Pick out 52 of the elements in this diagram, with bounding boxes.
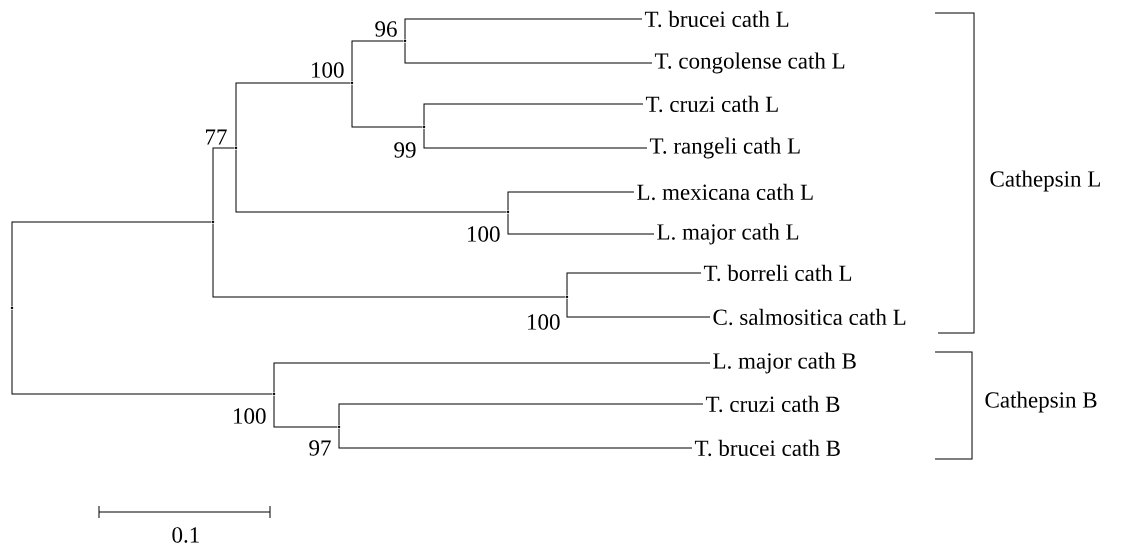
tree-branch: [235, 149, 507, 213]
tree-branch: [338, 428, 693, 449]
tree-branch: [507, 191, 635, 211]
group-label: Cathepsin B: [985, 391, 1097, 413]
group-label: Cathepsin L: [990, 170, 1100, 192]
bootstrap-value: 100: [468, 226, 500, 242]
tree-branch: [212, 147, 235, 221]
branch-point: [337, 425, 341, 429]
tree-branch: [566, 298, 711, 318]
taxon-label: C. salmositica cath L: [713, 308, 906, 326]
branch-point: [211, 220, 215, 224]
tree-branch: [235, 82, 351, 147]
tree-branch: [404, 42, 653, 64]
tree-branch: [423, 103, 644, 126]
tree-branch: [566, 272, 702, 296]
taxon-label: L. major cath L: [657, 223, 799, 245]
taxon-label: T. rangeli cath L: [649, 137, 800, 159]
taxon-label: T. cruzi cath B: [705, 395, 840, 413]
bootstrap-value: 96: [375, 21, 397, 37]
scale-label: 0.1: [172, 527, 199, 543]
taxon-label: T. brucei cath L: [644, 10, 789, 28]
branch-point: [422, 125, 426, 129]
tree-branch: [338, 403, 704, 426]
tree-branch: [404, 18, 643, 40]
taxon-label: T. brucei cath B: [694, 439, 840, 457]
branch-point: [350, 81, 354, 85]
branch-point: [565, 295, 569, 299]
tree-branch: [351, 40, 404, 82]
tree-branch: [212, 223, 566, 298]
taxon-label: T. borreli cath L: [703, 264, 852, 282]
branch-point: [10, 306, 14, 310]
branch-point: [272, 392, 276, 396]
tree-branch: [11, 309, 273, 395]
bootstrap-value: 100: [234, 408, 266, 424]
branch-point: [506, 210, 510, 214]
tree-branch: [351, 84, 423, 128]
branch-point: [403, 39, 407, 43]
tree-branch: [273, 395, 338, 428]
bootstrap-value: 100: [312, 62, 344, 78]
taxon-label: L. major cath B: [713, 352, 856, 374]
bootstrap-value: 77: [206, 129, 227, 145]
branch-point: [234, 146, 238, 150]
tree-branch: [423, 128, 648, 149]
bootstrap-value: 97: [309, 440, 331, 456]
taxon-label: T. congolense cath L: [654, 52, 845, 74]
tree-branch: [11, 221, 212, 307]
taxon-label: T. cruzi cath L: [645, 95, 778, 113]
tree-branch: [507, 213, 655, 235]
taxon-label: L. mexicana cath L: [637, 183, 813, 201]
tree-branch: [273, 362, 711, 393]
bootstrap-value: 99: [394, 142, 416, 158]
bootstrap-value: 100: [528, 314, 560, 330]
